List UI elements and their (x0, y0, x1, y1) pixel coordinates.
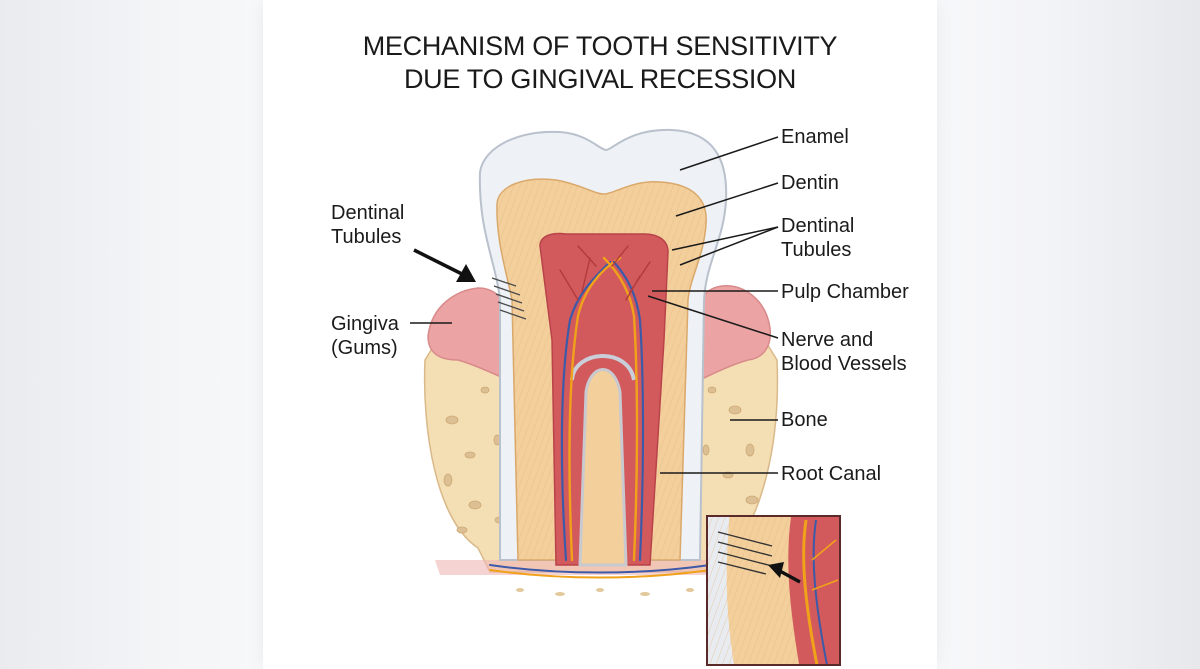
label-dentinal-tubules-left-line2: Tubules (331, 226, 402, 248)
diagram-title: MECHANISM OF TOOTH SENSITIVITY DUE TO GI… (263, 30, 937, 96)
label-dentin: Dentin (781, 172, 839, 194)
label-dentinal-tubules-left-line1: Dentinal (331, 202, 405, 224)
label-nerve-line2: Blood Vessels (781, 353, 907, 375)
label-gingiva: Gingiva (Gums) (331, 312, 399, 360)
label-nerve-and-blood-vessels: Nerve and Blood Vessels (781, 328, 907, 376)
label-pulp-chamber: Pulp Chamber (781, 281, 909, 303)
title-line-1: MECHANISM OF TOOTH SENSITIVITY (362, 31, 838, 61)
title-line-2: DUE TO GINGIVAL RECESSION (403, 64, 797, 94)
label-dentinal-tubules-left: Dentinal Tubules (331, 201, 404, 249)
label-dentinal-tubules-right-line2: Tubules (781, 239, 852, 261)
leader-lines (410, 136, 779, 474)
label-bone: Bone (781, 409, 828, 431)
label-dentinal-tubules-right-line1: Dentinal (781, 215, 855, 237)
tubules-arrow (413, 248, 476, 282)
label-dentinal-tubules-right: Dentinal Tubules (781, 214, 854, 262)
label-gingiva-line2: (Gums) (331, 337, 398, 359)
nerve-and-blood-vessels (489, 245, 711, 579)
label-gingiva-line1: Gingiva (331, 313, 399, 335)
gingiva (427, 285, 772, 575)
exposed-dentinal-tubules (491, 277, 527, 320)
label-root-canal: Root Canal (781, 463, 882, 485)
label-enamel: Enamel (781, 126, 849, 148)
inset-detail (706, 515, 841, 666)
label-nerve-line1: Nerve and (781, 329, 874, 351)
